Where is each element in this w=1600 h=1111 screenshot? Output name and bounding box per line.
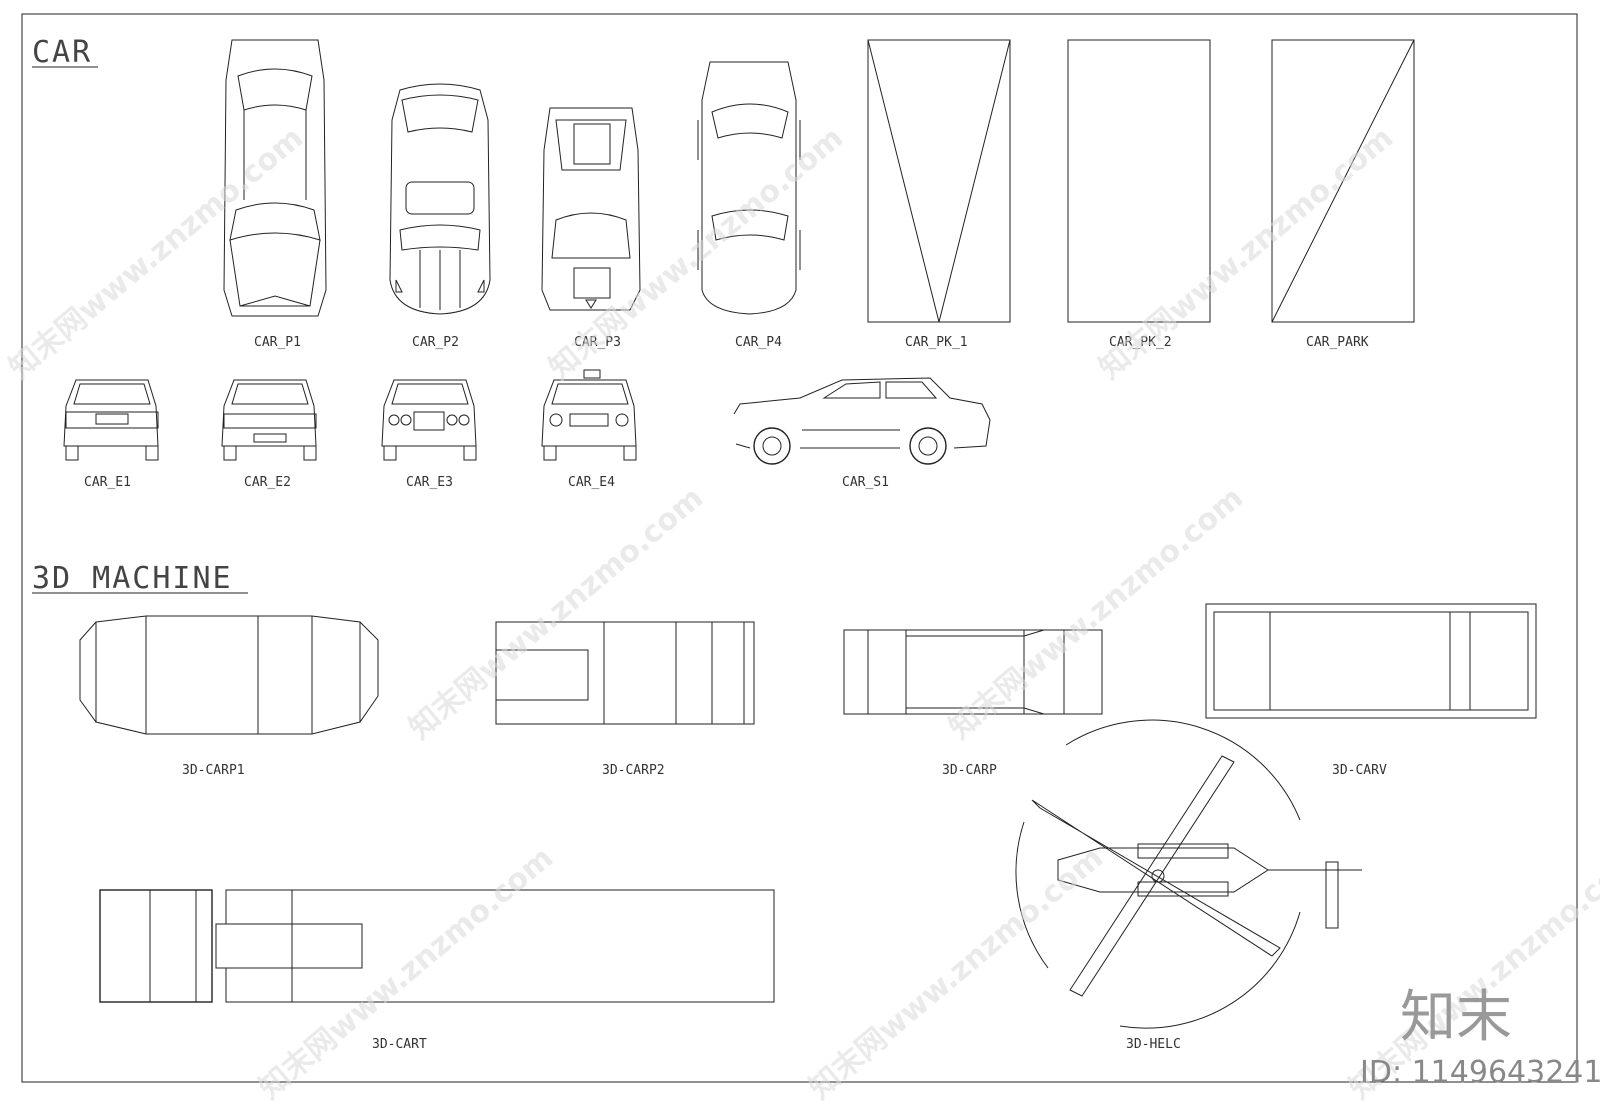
car-e4-drawing: [541, 369, 637, 461]
car-p2-drawing: [389, 83, 491, 315]
car-p4-drawing: [697, 61, 801, 315]
label-car-p3: CAR_P3: [574, 335, 621, 350]
label-car-e3: CAR_E3: [406, 475, 453, 490]
watermark-text-7: 知末网www.znzmo.com: [803, 840, 1110, 1106]
car-e3-drawing: [381, 379, 477, 461]
carv-drawing: [1205, 603, 1537, 719]
car-section-title: CAR: [32, 35, 92, 70]
carp2-drawing: [495, 621, 755, 725]
car-e1-drawing: [63, 379, 159, 461]
sheet-frame: [21, 13, 1578, 1083]
label-car-pk-1: CAR_PK_1: [905, 335, 968, 350]
label-carv: 3D-CARV: [1332, 763, 1387, 778]
image-id-watermark: ID: 1149643241: [1360, 1055, 1600, 1090]
label-car-p2: CAR_P2: [412, 335, 459, 350]
car-e2-drawing: [221, 379, 317, 461]
helc-drawing: [1015, 719, 1362, 1029]
watermark-text-2: 知末网www.znzmo.com: [543, 120, 850, 386]
label-car-e2: CAR_E2: [244, 475, 291, 490]
label-helc: 3D-HELC: [1126, 1037, 1181, 1052]
car-s1-drawing: [733, 377, 991, 465]
watermark-text-5: 知末网www.znzmo.com: [943, 480, 1250, 746]
car-p1-drawing: [223, 39, 327, 317]
label-car-park: CAR_PARK: [1306, 335, 1369, 350]
label-cart: 3D-CART: [372, 1037, 427, 1052]
brand-watermark: 知末: [1400, 985, 1512, 1050]
watermark-text-4: 知末网www.znzmo.com: [403, 480, 710, 746]
car-pk-1-drawing: [867, 39, 1011, 323]
label-car-p1: CAR_P1: [254, 335, 301, 350]
car-park-drawing: [1271, 39, 1415, 323]
car-p3-drawing: [541, 107, 641, 311]
carp-drawing: [843, 629, 1103, 715]
label-carp2: 3D-CARP2: [602, 763, 665, 778]
watermark-layer: 知末网www.znzmo.com 知末网www.znzmo.com 知末网www…: [3, 120, 1600, 1106]
label-car-pk-2: CAR_PK_2: [1109, 335, 1172, 350]
label-car-e4: CAR_E4: [568, 475, 615, 490]
label-carp1: 3D-CARP1: [182, 763, 245, 778]
label-car-s1: CAR_S1: [842, 475, 889, 490]
carp1-drawing: [79, 615, 379, 735]
label-car-e1: CAR_E1: [84, 475, 131, 490]
car-pk-2-drawing: [1067, 39, 1211, 323]
watermark-text-6: 知末网www.znzmo.com: [253, 840, 560, 1106]
cart-drawing: [99, 889, 775, 1003]
label-car-p4: CAR_P4: [735, 335, 782, 350]
label-carp: 3D-CARP: [942, 763, 997, 778]
machine-section-title: 3D MACHINE: [32, 561, 233, 596]
